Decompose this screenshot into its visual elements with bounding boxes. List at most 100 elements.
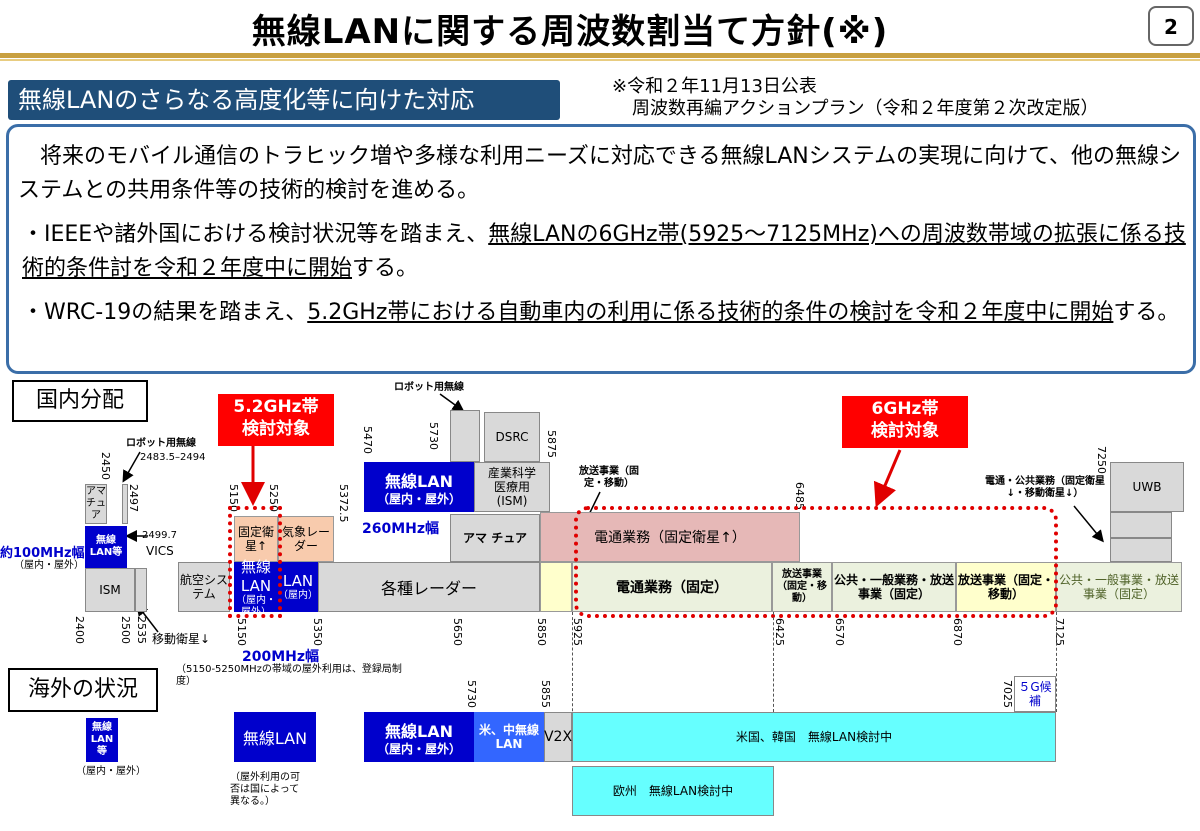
tag-5-2ghz-line2: 検討対象 bbox=[242, 419, 310, 439]
tick-5730: 5730 bbox=[427, 422, 440, 450]
block-public-broadcast: 公共・一般業務・放送事業（固定） bbox=[832, 562, 956, 612]
label-200mhz: 200MHz幅 bbox=[242, 649, 320, 665]
tick-5250-top: 5250 bbox=[267, 484, 280, 512]
bullet-wrc-underlined: 5.2GHz帯における自動車内の利用に係る技術的条件の検討を令和２年度中に開始 bbox=[307, 300, 1114, 325]
tick-6425: 6425 bbox=[773, 618, 786, 646]
guide-5925 bbox=[572, 612, 573, 762]
overseas-wlan-right-label: 無線LAN bbox=[385, 722, 453, 741]
overseas-us-kr: 米国、韓国 無線LAN検討中 bbox=[572, 712, 1056, 762]
block-uwb: UWB bbox=[1110, 462, 1184, 512]
telecom-public-note: 電通・公共業務（固定衛星↓・移動衛星↓） bbox=[985, 476, 1105, 499]
arrow-robot-left bbox=[122, 451, 141, 483]
arrow-telecom-public bbox=[1073, 505, 1104, 543]
tick-5150-top: 5150 bbox=[227, 484, 240, 512]
label-260mhz: 260MHz幅 bbox=[362, 521, 440, 537]
tick-5875: 5875 bbox=[545, 430, 558, 458]
overseas-wlan-right-sub: （屋内・屋外） bbox=[376, 742, 461, 756]
block-uwb-3 bbox=[1110, 538, 1172, 562]
block-public-right: 公共・一般事業・放送事業（固定） bbox=[1056, 562, 1182, 612]
overseas-v2x: V2X bbox=[544, 712, 572, 762]
tick-7250: 7250 bbox=[1095, 446, 1108, 474]
block-fixed-sat: 固定衛星↑ bbox=[234, 516, 278, 562]
tick-5350: 5350 bbox=[311, 618, 324, 646]
tag-6ghz-line1: 6GHz帯 bbox=[871, 399, 939, 419]
intro-paragraph: 将来のモバイル通信のトラヒック増や多様な利用ニーズに対応できる無線LANシステム… bbox=[18, 144, 1181, 203]
wlan-5470-sub: （屋内・屋外） bbox=[376, 492, 461, 506]
tick-2535: 2535 bbox=[135, 616, 148, 644]
bullet-ieee-post: する。 bbox=[352, 256, 419, 281]
tick-2497: 2497 bbox=[127, 484, 140, 512]
block-wlan-5250: LAN （屋内） bbox=[278, 562, 318, 612]
tick-overseas-5730: 5730 bbox=[465, 680, 478, 708]
overseas-us-cn: 米、中無線LAN bbox=[474, 712, 544, 762]
guide-7125 bbox=[1056, 612, 1057, 712]
wlan-5150-sub: （屋内・屋外） bbox=[236, 594, 276, 618]
block-2500 bbox=[135, 568, 147, 612]
source-note: ※令和２年11月13日公表 周波数再編アクションプラン（令和２年度第２次改定版） bbox=[612, 76, 1099, 120]
block-wlan-small: 無線LAN等 bbox=[85, 526, 127, 568]
block-ism-5725: 産業科学 医療用 (ISM) bbox=[474, 462, 550, 512]
overseas-wlan-right: 無線LAN （屋内・屋外） bbox=[364, 712, 474, 762]
domestic-label: 国内分配 bbox=[12, 380, 148, 422]
overseas-label: 海外の状況 bbox=[8, 668, 158, 712]
label-100mhz-sub: （屋内・屋外） bbox=[14, 560, 84, 571]
vics-freq: 2499.7 bbox=[142, 530, 177, 541]
bullet-wrc: ・WRC-19の結果を踏まえ、5.2GHz帯における自動車内の利用に係る技術的条… bbox=[22, 296, 1194, 330]
robot-left-label: ロボット用無線 bbox=[126, 438, 196, 449]
overseas-5g: ５G候補 bbox=[1014, 676, 1056, 712]
block-robot-5730 bbox=[450, 410, 480, 462]
highlight-5-2ghz bbox=[228, 506, 282, 618]
block-amateur-5650: アマ チュア bbox=[450, 514, 540, 562]
tick-2450: 2450 bbox=[99, 452, 112, 480]
vics-label: VICS bbox=[146, 544, 174, 558]
tick-5470: 5470 bbox=[361, 426, 374, 454]
label-100mhz: 約100MHz幅 bbox=[0, 546, 85, 561]
tag-5-2ghz-line1: 5.2GHz帯 bbox=[233, 397, 319, 417]
ism-ind-line3: (ISM) bbox=[496, 494, 528, 508]
tag-6ghz-line2: 検討対象 bbox=[871, 421, 939, 441]
bullet-wrc-pre: ・WRC-19の結果を踏まえ、 bbox=[22, 300, 308, 325]
note-line-1: ※令和２年11月13日公表 bbox=[612, 76, 817, 97]
broadcast-note: 放送事業（固定・移動） bbox=[579, 466, 639, 489]
arrow-robot-top bbox=[439, 393, 465, 412]
note-line-2: 周波数再編アクションプラン（令和２年度第２次改定版） bbox=[632, 98, 1099, 119]
wlan-5250-sub: （屋内） bbox=[278, 590, 318, 601]
note-200mhz: （5150-5250MHzの帯域の屋外利用は、登録局制度） bbox=[176, 664, 402, 687]
tick-6485: 6485 bbox=[793, 482, 806, 510]
block-robot-2497 bbox=[122, 484, 128, 524]
block-telecom-fixed: 電通業務（固定） bbox=[572, 562, 772, 612]
highlight-6ghz bbox=[574, 506, 1058, 618]
wlan-5470-label: 無線LAN bbox=[385, 472, 453, 491]
block-wlan-5150: 無線LAN （屋内・屋外） bbox=[234, 558, 278, 618]
overseas-wlan-mid-note: （屋外利用の可否は国によって異なる。） bbox=[230, 772, 300, 807]
tag-5-2ghz: 5.2GHz帯 検討対象 bbox=[218, 394, 334, 446]
tick-6870: 6870 bbox=[951, 618, 964, 646]
block-ism: ISM bbox=[85, 568, 135, 612]
bullet-ieee: ・IEEEや諸外国における検討状況等を踏まえ、無線LANの6GHz帯(5925～… bbox=[22, 218, 1194, 286]
bullet-ieee-pre: ・IEEEや諸外国における検討状況等を踏まえ、 bbox=[22, 222, 489, 247]
tick-5650: 5650 bbox=[451, 618, 464, 646]
overseas-wlan-small-sub: （屋内・屋外） bbox=[76, 766, 146, 777]
tick-2500: 2500 bbox=[119, 616, 132, 644]
section-label: 無線LANのさらなる高度化等に向けた対応 bbox=[8, 80, 560, 120]
header-rule-thin bbox=[0, 59, 1200, 61]
tick-5372: 5372.5 bbox=[337, 484, 350, 523]
block-amateur: アマチュア bbox=[85, 484, 107, 524]
overseas-wlan-mid: 無線LAN bbox=[234, 712, 316, 762]
tick-2400: 2400 bbox=[73, 616, 86, 644]
tick-5850: 5850 bbox=[535, 618, 548, 646]
header-rule bbox=[0, 53, 1200, 58]
robot-left-range: 2483.5–2494 bbox=[140, 452, 206, 463]
tick-overseas-5855: 5855 bbox=[539, 680, 552, 708]
tick-6570: 6570 bbox=[833, 618, 846, 646]
block-broadcast-big: 放送事業（固定・移動） bbox=[956, 562, 1056, 612]
block-wlan-5470: 無線LAN （屋内・屋外） bbox=[364, 462, 474, 512]
wlan-5150-label: 無線LAN bbox=[240, 557, 272, 595]
block-dsrc: DSRC bbox=[484, 412, 540, 462]
block-telecom-sat: 電通業務（固定衛星↑） bbox=[540, 512, 800, 562]
robot-top-label: ロボット用無線 bbox=[394, 382, 464, 393]
mobile-sat-label: 移動衛星↓ bbox=[152, 632, 211, 646]
tick-5150: 5150 bbox=[235, 618, 248, 646]
bullet-wrc-post: する。 bbox=[1113, 300, 1180, 325]
bullet-ieee-underlined: 無線LANの6GHz帯(5925～7125MHz)への周波数帯域の拡張に係る技術… bbox=[22, 222, 1186, 281]
